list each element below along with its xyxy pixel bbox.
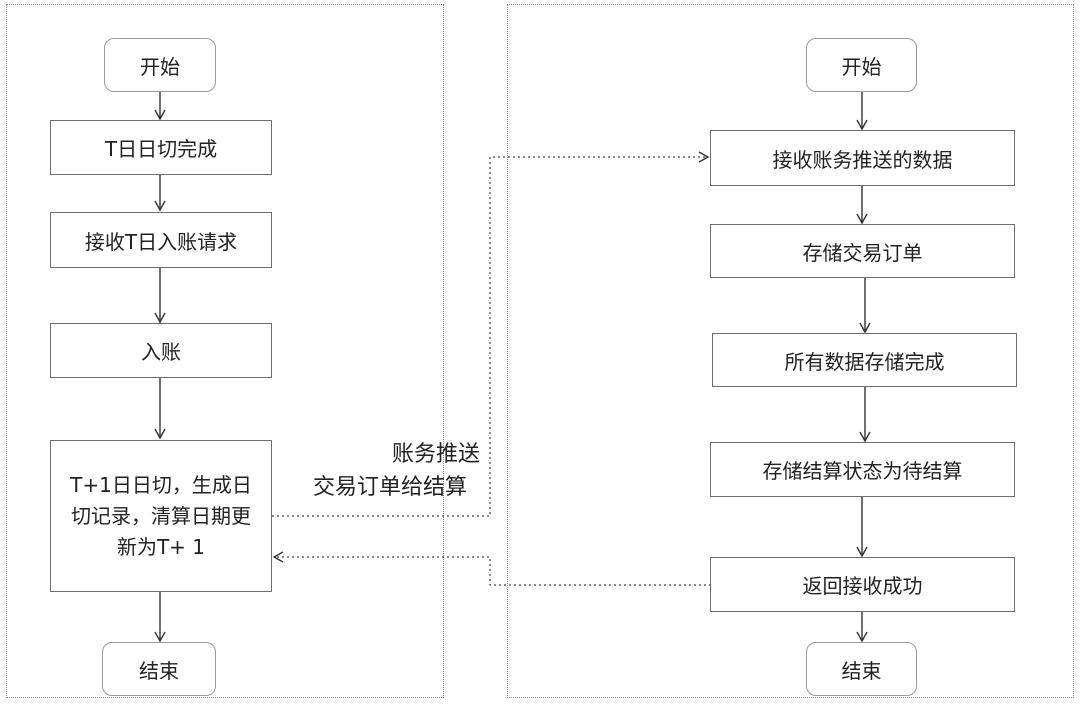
return-connector	[272, 551, 711, 586]
right-step-all-stored: 所有数据存储完成	[712, 333, 1017, 387]
right-step-return-success: 返回接收成功	[710, 557, 1015, 612]
left-step-next-day-cut: T+1日日切，生成日切记录，清算日期更新为T+ 1	[50, 440, 272, 592]
right-step-receive-data: 接收账务推送的数据	[710, 130, 1015, 186]
right-step-pending-settlement: 存储结算状态为待结算	[710, 442, 1015, 497]
left-step-receive-request: 接收T日入账请求	[50, 212, 272, 268]
left-step-day-cut-complete: T日日切完成	[50, 120, 272, 175]
push-connector-label-line2: 交易订单给结算	[312, 475, 467, 500]
right-panel	[507, 4, 1074, 698]
push-connector-label-line1: 账务推送	[391, 442, 480, 467]
left-start-node: 开始	[104, 38, 216, 92]
right-end-node: 结束	[806, 642, 917, 696]
left-panel	[6, 4, 444, 698]
right-step-store-orders: 存储交易订单	[710, 224, 1015, 278]
left-end-node: 结束	[102, 642, 216, 696]
right-start-node: 开始	[806, 38, 917, 92]
push-connector	[272, 151, 710, 517]
left-step-post: 入账	[50, 323, 272, 378]
